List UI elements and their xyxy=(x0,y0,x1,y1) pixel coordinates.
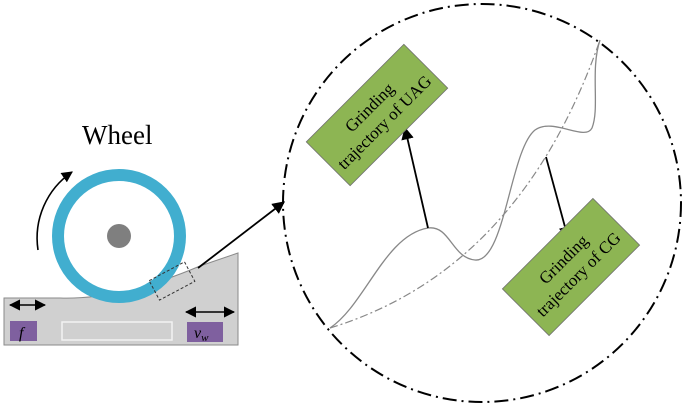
wheel-label: Wheel xyxy=(82,120,152,150)
feed-symbol-box xyxy=(10,321,37,341)
cg-pointer-arrow xyxy=(545,156,572,240)
uag-pointer-arrow xyxy=(401,126,429,229)
workpiece-slot xyxy=(61,321,173,341)
wheel-hub xyxy=(107,224,131,248)
velocity-symbol-box xyxy=(187,322,223,342)
magnified-view-circle xyxy=(282,3,682,403)
cg-label-box: Grinding trajectory of CG xyxy=(501,197,641,337)
feed-symbol: f xyxy=(19,325,26,342)
uag-label-box: Grinding trajectory of UAG xyxy=(305,43,449,187)
rotation-arrow-icon xyxy=(36,171,73,251)
velocity-symbol: vw xyxy=(194,325,209,344)
zoom-arrow xyxy=(197,201,285,269)
contact-zone-box xyxy=(148,261,196,301)
cg-trajectory-curve xyxy=(329,39,601,329)
uag-trajectory-curve xyxy=(329,39,601,329)
